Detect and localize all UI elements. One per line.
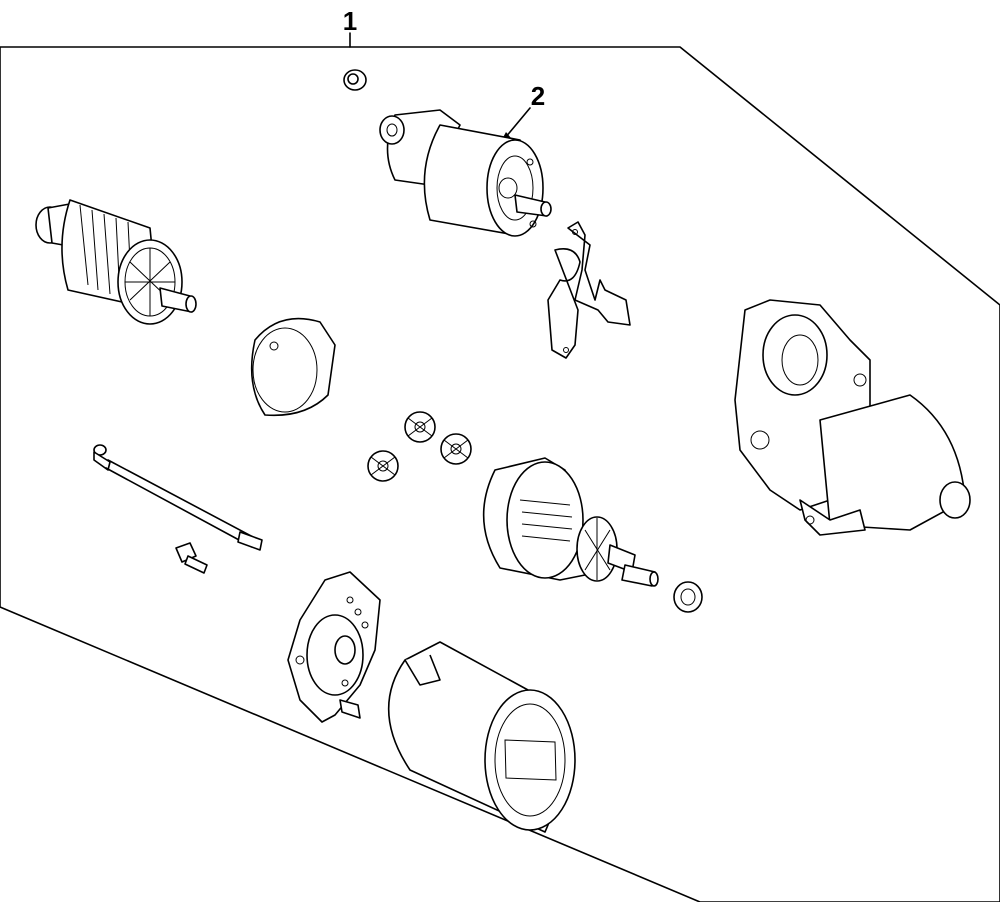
- shift-lever[interactable]: [547, 221, 631, 359]
- starter-assembly[interactable]: [734, 299, 971, 536]
- assembly-border: [0, 46, 1000, 902]
- callout-2-leader: [504, 107, 531, 139]
- planetary-gear-3[interactable]: [367, 450, 399, 482]
- brush-holder-plate[interactable]: [287, 571, 381, 723]
- field-frame[interactable]: [387, 641, 576, 833]
- callout-2-label: 2: [531, 81, 545, 111]
- planetary-gear-1[interactable]: [404, 411, 436, 443]
- solenoid[interactable]: [379, 109, 552, 237]
- planetary-gear-2[interactable]: [440, 433, 472, 465]
- armature[interactable]: [35, 199, 197, 325]
- callout-1-label: 1: [343, 6, 357, 36]
- washer-top[interactable]: [343, 69, 367, 91]
- callout-1[interactable]: 1: [343, 6, 357, 48]
- mounting-screw[interactable]: [175, 542, 208, 574]
- callout-2[interactable]: 2: [500, 81, 545, 143]
- through-bolt[interactable]: [93, 444, 263, 551]
- bearing-ring[interactable]: [250, 317, 336, 417]
- washer-right[interactable]: [673, 581, 703, 613]
- overrunning-clutch[interactable]: [482, 457, 659, 587]
